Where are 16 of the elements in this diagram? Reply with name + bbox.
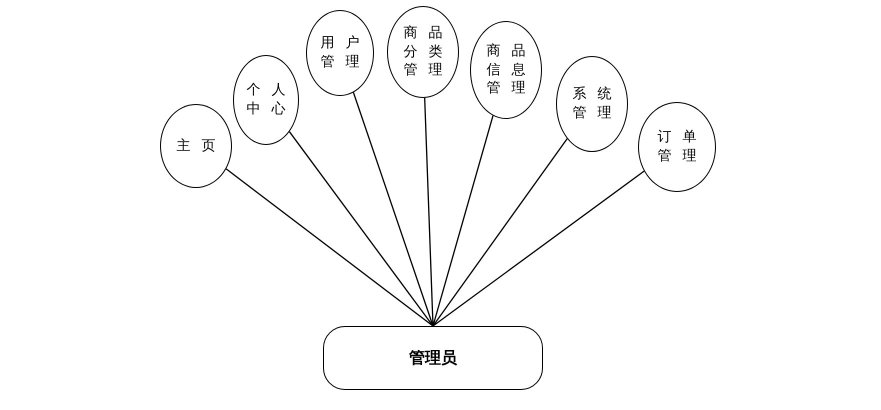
connector-line bbox=[432, 170, 644, 327]
node-label: 商品分类管理 bbox=[402, 24, 454, 80]
node-label: 管理员 bbox=[409, 348, 457, 368]
rounded-box bbox=[323, 326, 543, 390]
node-label: 系统管理 bbox=[571, 85, 623, 123]
connector-line bbox=[288, 131, 434, 326]
node-label: 个人中心 bbox=[245, 81, 297, 119]
connector-line bbox=[424, 98, 434, 326]
node-label: 订单管理 bbox=[656, 128, 708, 166]
node-label: 主页 bbox=[175, 136, 227, 156]
connector-line bbox=[352, 92, 434, 326]
node-label: 用户管理 bbox=[319, 34, 371, 72]
connector-line bbox=[432, 116, 494, 326]
connector-line bbox=[432, 138, 568, 326]
connector-line bbox=[226, 168, 434, 327]
node-label: 商品信息管理 bbox=[485, 42, 537, 98]
